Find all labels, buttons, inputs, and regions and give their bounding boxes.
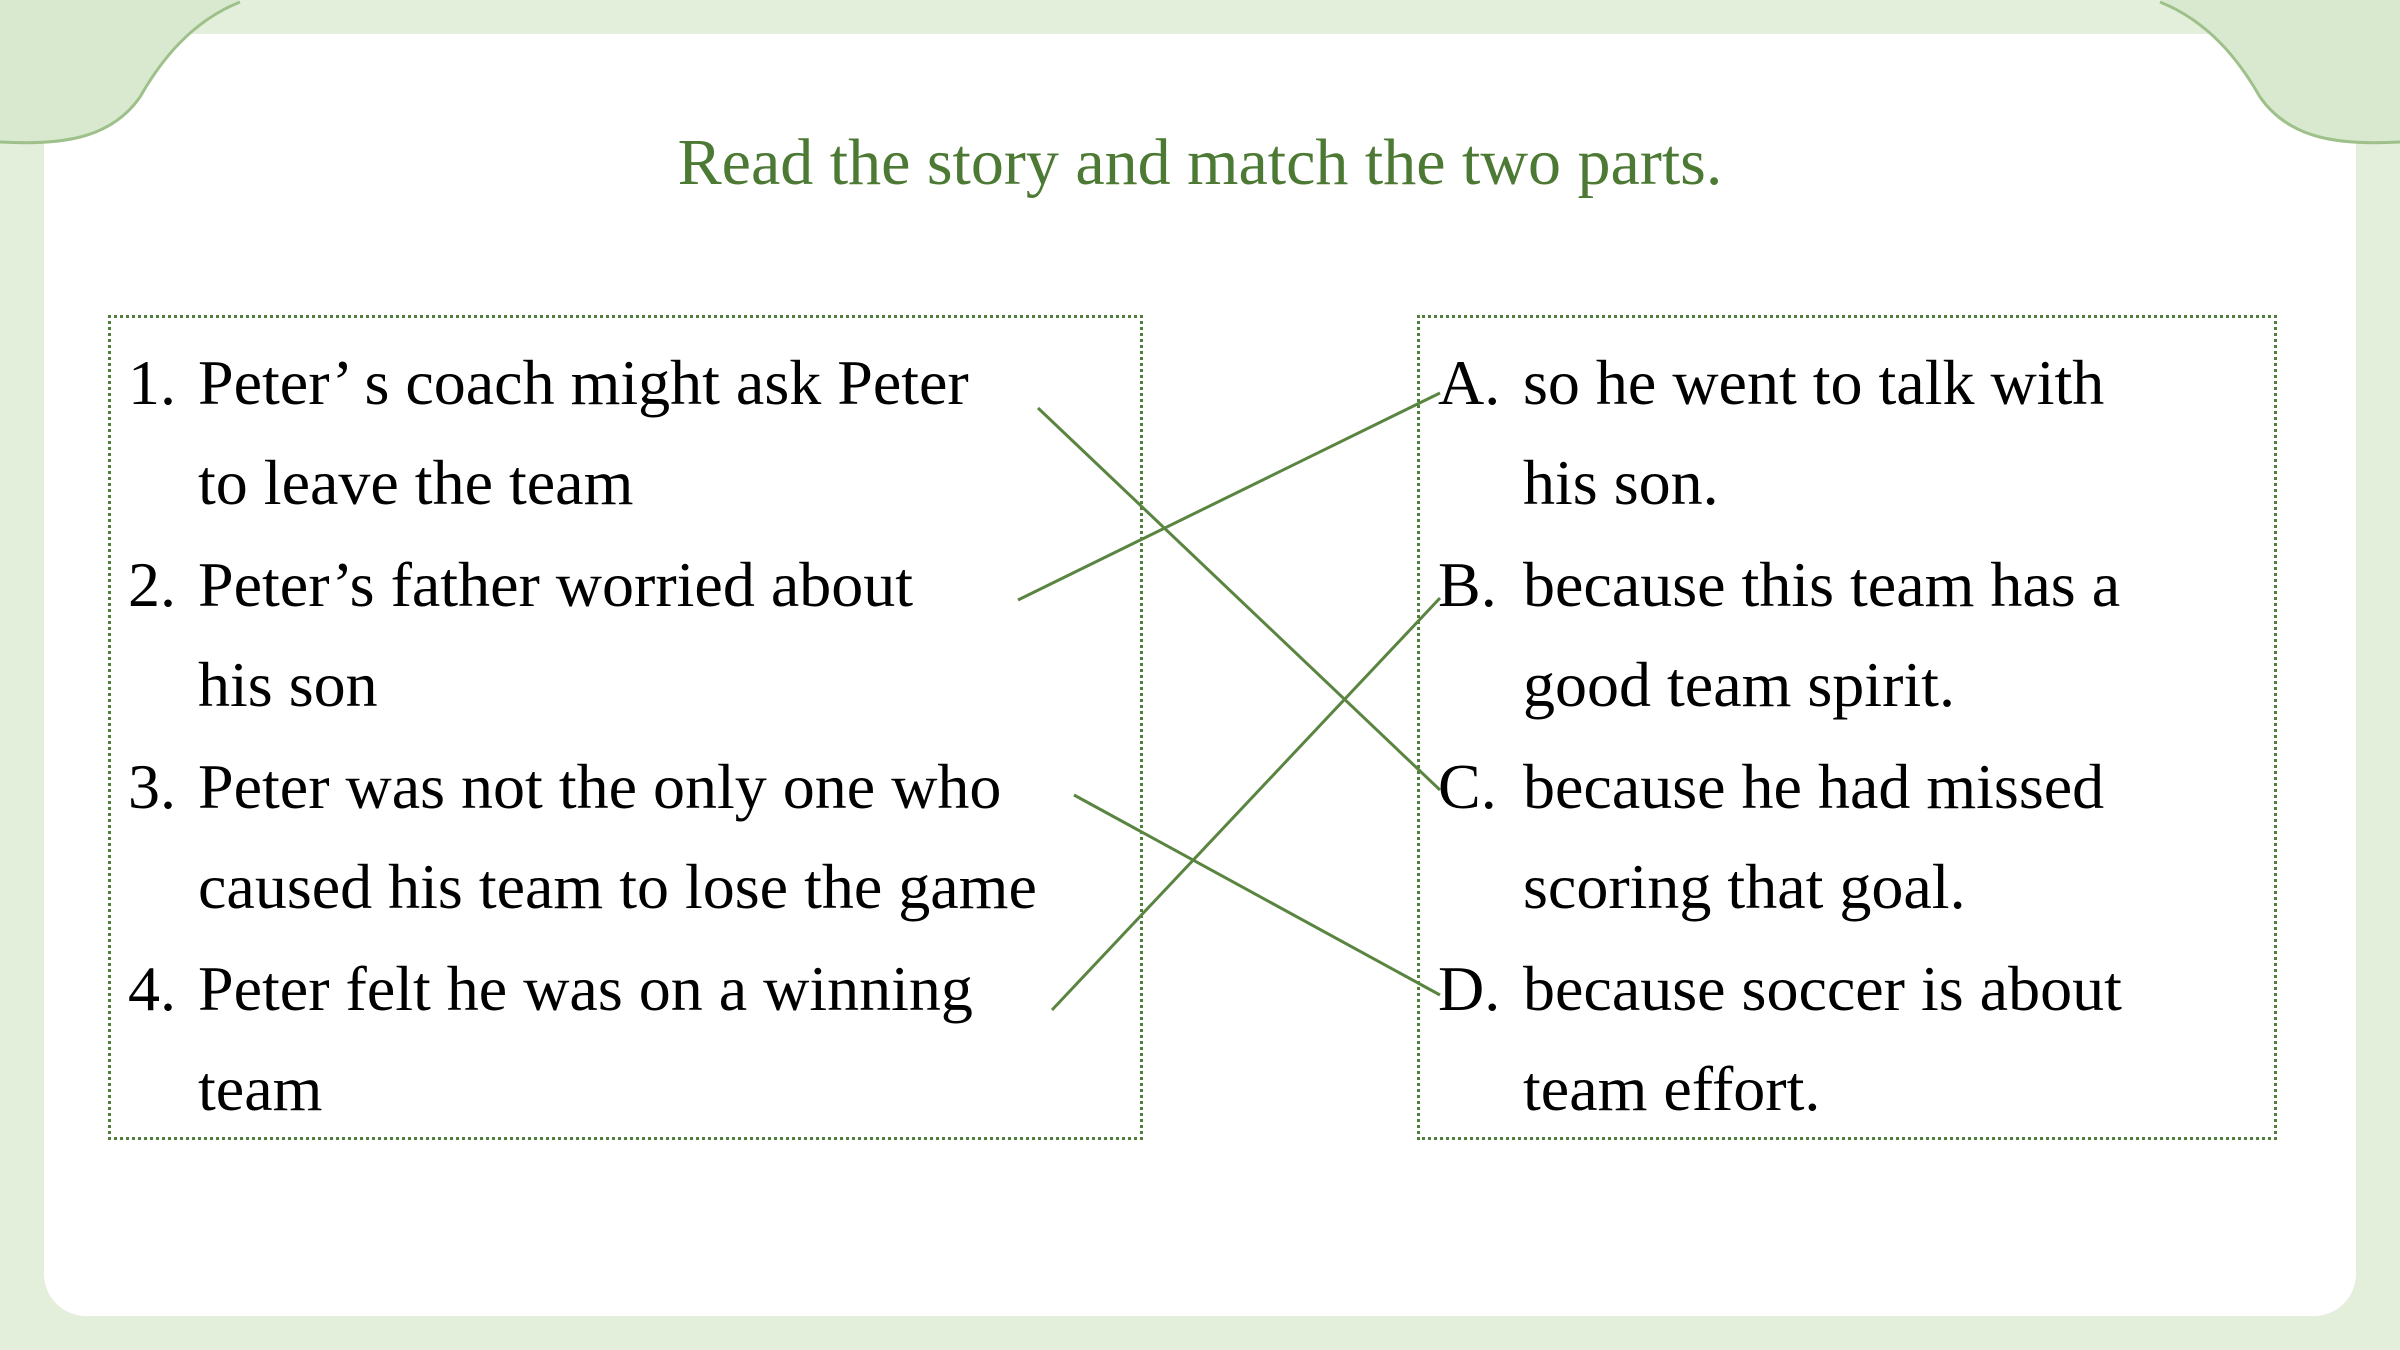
right-item-text: because soccer is about bbox=[1523, 953, 2122, 1024]
right-item-marker: A. bbox=[1438, 347, 1501, 418]
left-item-marker: 4. bbox=[128, 953, 176, 1024]
right-item-marker: D. bbox=[1438, 953, 1501, 1024]
left-item-text: Peter’s father worried about bbox=[198, 549, 913, 620]
right-item-text: good team spirit. bbox=[1523, 649, 1955, 720]
left-item-marker: 1. bbox=[128, 347, 176, 418]
right-item-text: his son. bbox=[1523, 447, 1719, 518]
right-item-text: scoring that goal. bbox=[1523, 851, 1966, 922]
right-item-text: because this team has a bbox=[1523, 549, 2121, 620]
left-item-text: Peter felt he was on a winning bbox=[198, 953, 973, 1024]
right-item-text: team effort. bbox=[1523, 1053, 1821, 1124]
left-item-text: to leave the team bbox=[198, 447, 634, 518]
left-item-marker: 2. bbox=[128, 549, 176, 620]
left-item-text: team bbox=[198, 1053, 323, 1124]
left-item-text: caused his team to lose the game bbox=[198, 851, 1037, 922]
right-item-text: so he went to talk with bbox=[1523, 347, 2105, 418]
left-item-text: his son bbox=[198, 649, 378, 720]
right-item-text: because he had missed bbox=[1523, 751, 2105, 822]
right-item-marker: B. bbox=[1438, 549, 1497, 620]
page-title: Read the story and match the two parts. bbox=[677, 126, 1723, 199]
right-item-marker: C. bbox=[1438, 751, 1497, 822]
left-item-text: Peter’ s coach might ask Peter bbox=[198, 347, 969, 418]
left-item-text: Peter was not the only one who bbox=[198, 751, 1002, 822]
left-item-marker: 3. bbox=[128, 751, 176, 822]
